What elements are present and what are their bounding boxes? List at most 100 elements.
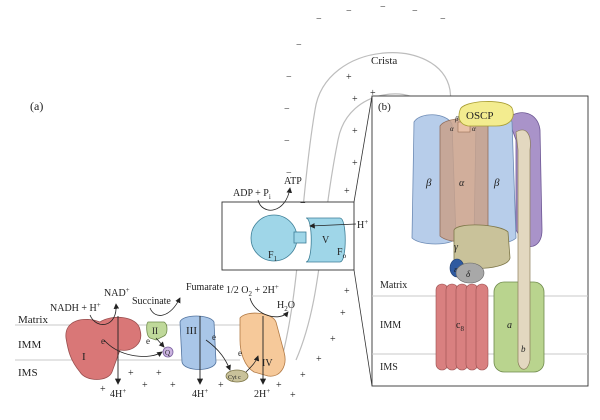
electron-flow-iii-cytc: [205, 339, 231, 371]
svg-text:+: +: [128, 368, 134, 379]
crista-inner-membrane: [295, 93, 427, 361]
oscp: [458, 101, 514, 127]
succinate-arrow: [149, 297, 181, 316]
delta-label: δ: [466, 269, 471, 279]
crista-label: Crista: [371, 55, 397, 67]
electron-flow-ii-q: [155, 337, 165, 348]
svg-text:−: −: [346, 6, 352, 17]
succinate-label: Succinate: [132, 296, 171, 307]
svg-text:+: +: [156, 368, 162, 379]
atp-arrow: [257, 187, 293, 211]
complex-iv: [239, 312, 286, 377]
nadh-arrow: [89, 303, 120, 325]
svg-text:−: −: [284, 136, 290, 147]
c8-label: c8: [456, 320, 464, 333]
beta-right-label: β: [493, 177, 500, 189]
fo-cylinder: [305, 217, 346, 263]
electron-flow-cytc-iv: [245, 355, 260, 373]
charge-symbols: − − − − − − − − − − − + + + + + + + + + …: [100, 2, 446, 401]
gamma-label: γ: [454, 242, 459, 253]
fumarate-label: Fumarate: [186, 282, 224, 293]
electron-flow-i-q: [103, 339, 163, 357]
svg-text:−: −: [286, 72, 292, 83]
proton-count-iv: 2H+: [254, 387, 270, 400]
oscp-label: OSCP: [466, 110, 494, 122]
stalk: [293, 231, 307, 244]
b-label: b: [521, 344, 526, 354]
electron-label-4: e: [238, 348, 242, 358]
svg-text:−: −: [300, 198, 306, 209]
svg-text:+: +: [290, 390, 296, 401]
complex-i-label: I: [82, 351, 86, 363]
oxygen-label: 1/2 O2 + 2H+: [226, 283, 279, 298]
svg-text:−: −: [412, 6, 418, 17]
panel-a-label: (a): [30, 99, 43, 113]
svg-text:−: −: [440, 14, 446, 25]
svg-text:+: +: [346, 72, 352, 83]
svg-text:+: +: [300, 370, 306, 381]
delta-subunit: [455, 262, 485, 284]
complex-iv-label: IV: [262, 358, 273, 369]
alpha-top-left-label: α: [450, 125, 454, 133]
nad-label: NAD+: [104, 286, 130, 299]
oxygen-arrow: [249, 297, 289, 318]
cytc-label: Cyt c: [228, 375, 241, 381]
q-label: Q: [165, 349, 170, 357]
svg-text:+: +: [370, 88, 376, 99]
svg-text:+: +: [276, 380, 282, 391]
v-label: V: [322, 235, 330, 246]
svg-text:−: −: [284, 104, 290, 115]
svg-text:+: +: [330, 334, 336, 345]
svg-text:+: +: [344, 186, 350, 197]
beta-top-label: β: [454, 115, 459, 123]
electron-label-3: e: [212, 332, 216, 342]
b-matrix-label: Matrix: [380, 280, 407, 291]
complex-iii: [179, 315, 217, 370]
alpha-top-right-label: α: [472, 125, 476, 133]
svg-text:+: +: [344, 286, 350, 297]
svg-text:+: +: [340, 308, 346, 319]
cytochrome-c: [225, 369, 249, 383]
proton-count-i: 4H+: [110, 387, 126, 400]
hplus-arrow: [309, 222, 357, 229]
ims-label: IMS: [18, 367, 38, 379]
alpha-label: α: [459, 178, 465, 189]
svg-text:−: −: [296, 40, 302, 51]
svg-text:+: +: [142, 380, 148, 391]
svg-text:−: −: [316, 14, 322, 25]
b-ims-label: IMS: [380, 362, 398, 373]
svg-text:+: +: [352, 126, 358, 137]
a-label: a: [507, 320, 512, 331]
svg-text:−: −: [286, 168, 292, 179]
ubiquinone-q: [162, 346, 174, 358]
atp-label: ATP: [284, 176, 302, 187]
epsilon-label: ε: [454, 265, 458, 274]
adp-label: ADP + Pi: [233, 188, 271, 201]
electron-label-2: e: [146, 336, 150, 346]
svg-text:+: +: [316, 354, 322, 365]
zoom-line-bottom: [353, 269, 373, 387]
svg-text:+: +: [218, 380, 224, 391]
nadh-label: NADH + H+: [50, 301, 101, 314]
electron-label-1: e: [101, 336, 105, 346]
hplus-label: H+: [357, 218, 368, 231]
proton-count-iii: 4H+: [192, 387, 208, 400]
crista-outer-membrane: [277, 52, 453, 373]
svg-text:+: +: [352, 158, 358, 169]
svg-text:+: +: [170, 380, 176, 391]
b-imm-label: IMM: [380, 320, 401, 331]
beta-left-label: β: [425, 177, 432, 189]
matrix-label: Matrix: [18, 314, 48, 326]
panel-b-label: (b): [378, 101, 391, 113]
subunit-b: [515, 129, 531, 370]
complex-ii: [146, 321, 168, 341]
svg-text:−: −: [380, 2, 386, 13]
complex-i: [65, 316, 142, 380]
complex-iii-label: III: [186, 325, 197, 337]
f1-label: F1: [268, 250, 278, 263]
fo-label: Fo: [337, 247, 347, 260]
zoom-line-top: [353, 95, 373, 203]
c8-ring: [435, 283, 489, 371]
